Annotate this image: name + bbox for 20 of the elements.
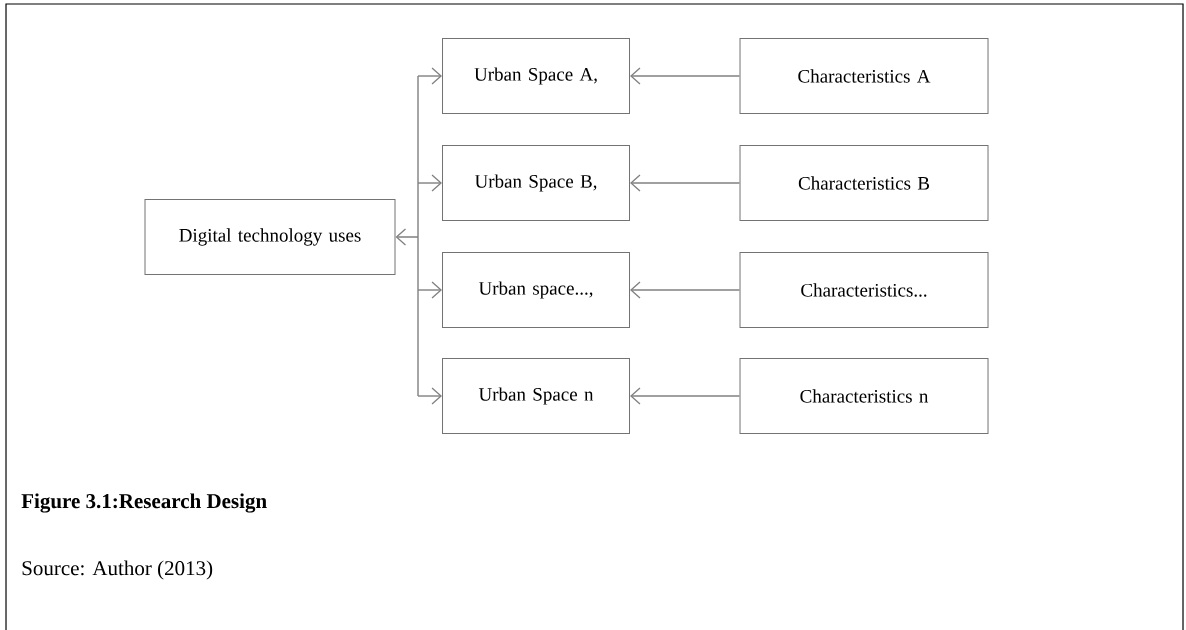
process-box: Urban Space B, (442, 145, 630, 221)
arrow (417, 67, 442, 85)
process-box: Characteristics B (739, 145, 989, 221)
arrow (417, 281, 442, 299)
process-box: Characteristics n (739, 358, 989, 434)
source-note: Source: Author (2013) (22, 560, 213, 580)
figure-caption: Figure 3.1:Research Design (21, 493, 267, 513)
arrow (630, 387, 741, 405)
arrow (630, 174, 741, 192)
process-box: Urban Space A, (442, 38, 630, 114)
process-box: Characteristics A (739, 38, 989, 114)
arrow (417, 387, 442, 405)
process-box: Characteristics... (739, 252, 989, 328)
arrow (630, 67, 741, 85)
process-box: Digital technology uses (144, 199, 396, 275)
arrow (630, 281, 741, 299)
arrow (395, 75, 419, 397)
arrow (417, 174, 442, 192)
process-box: Urban Space n (442, 358, 630, 434)
process-box: Urban space..., (442, 252, 630, 328)
